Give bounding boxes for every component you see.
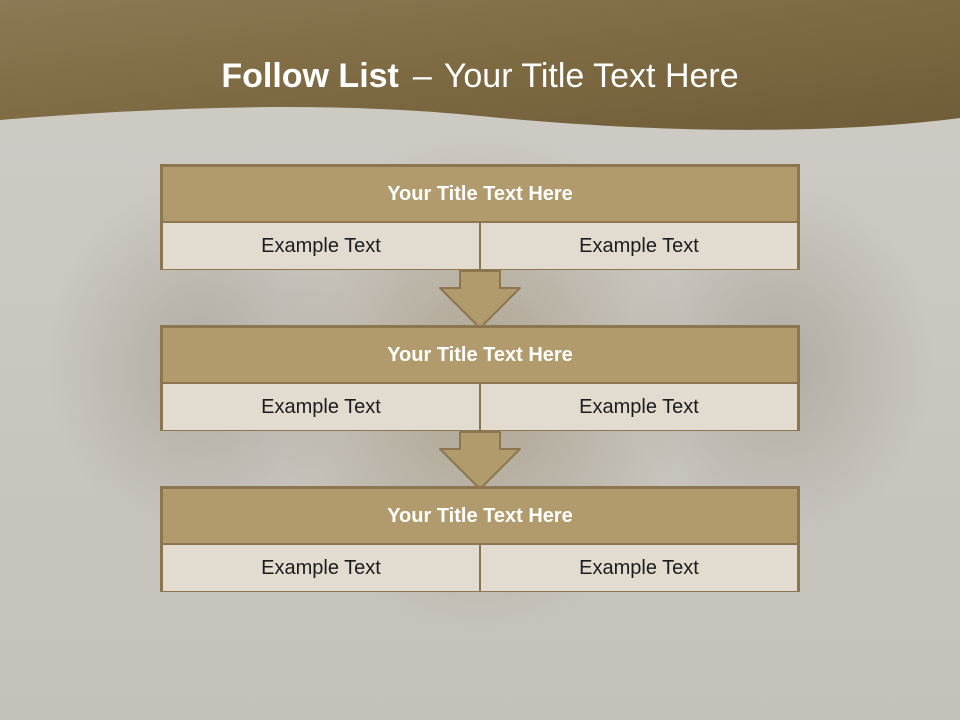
list-block-1: Your Title Text Here Example Text Exampl…: [160, 164, 800, 270]
block-header: Your Title Text Here: [163, 489, 797, 545]
block-cell-right: Example Text: [479, 545, 797, 591]
block-cell-left: Example Text: [163, 384, 479, 430]
block-cell-left: Example Text: [163, 223, 479, 269]
title-banner: [0, 0, 960, 130]
title-rest: Your Title Text Here: [443, 57, 739, 95]
block-row: Example Text Example Text: [163, 384, 797, 430]
block-cell-right: Example Text: [479, 384, 797, 430]
title-separator: –: [412, 57, 432, 95]
list-block-3: Your Title Text Here Example Text Exampl…: [160, 486, 800, 592]
page-title: Follow List–Your Title Text Here: [0, 52, 960, 100]
down-arrow-icon: [439, 431, 521, 490]
block-header: Your Title Text Here: [163, 328, 797, 384]
title-strong: Follow List: [221, 57, 399, 95]
block-row: Example Text Example Text: [163, 223, 797, 269]
block-header: Your Title Text Here: [163, 167, 797, 223]
block-cell-left: Example Text: [163, 545, 479, 591]
block-cell-right: Example Text: [479, 223, 797, 269]
block-row: Example Text Example Text: [163, 545, 797, 591]
down-arrow-icon: [439, 270, 521, 329]
list-block-2: Your Title Text Here Example Text Exampl…: [160, 325, 800, 431]
